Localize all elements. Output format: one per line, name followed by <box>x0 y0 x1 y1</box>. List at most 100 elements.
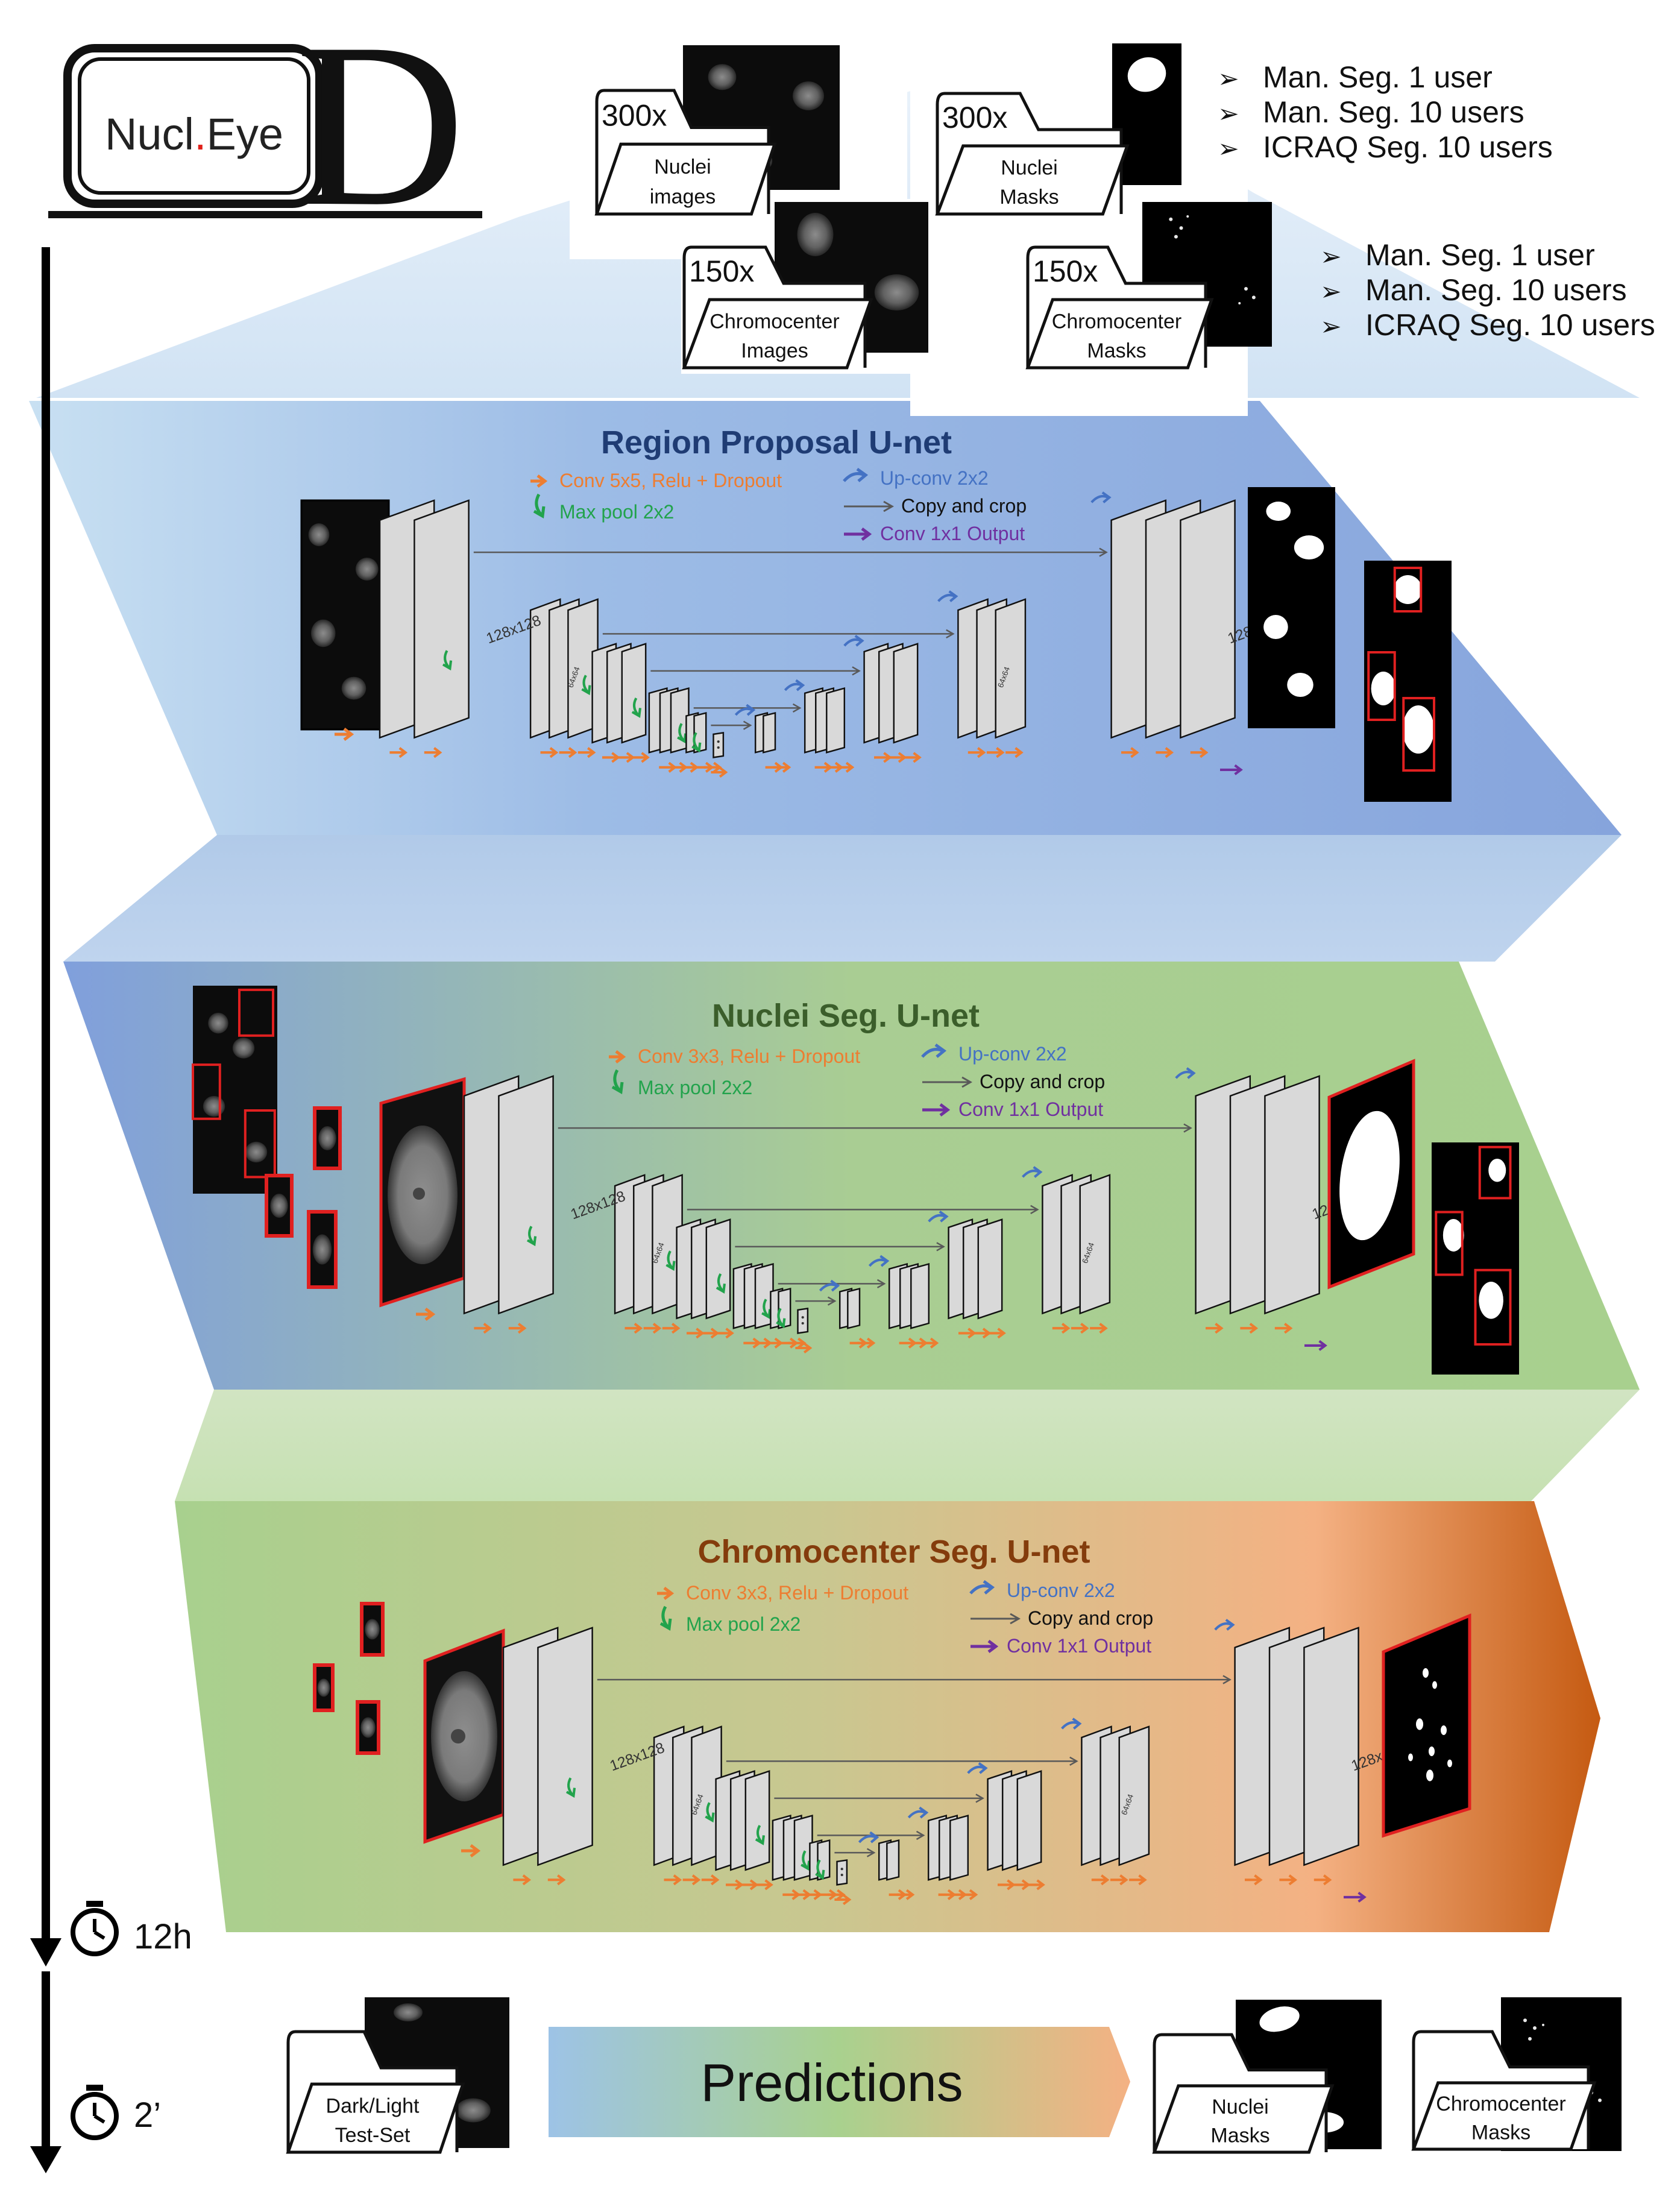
conv-arrow <box>1052 1323 1071 1334</box>
bottleneck-dot <box>840 1873 843 1877</box>
copy-and-crop-connection <box>687 1205 1039 1215</box>
arrow-head <box>343 728 354 741</box>
conv-arrow <box>662 1323 681 1334</box>
conv-arrow <box>1244 1874 1263 1886</box>
feature-map-plate <box>1016 1770 1042 1871</box>
copy-and-crop-connection <box>558 1123 1192 1133</box>
arrow-head <box>939 1103 951 1117</box>
legend-conv-arrow <box>609 1050 626 1063</box>
chromocenter-blob <box>1432 1681 1437 1689</box>
legend-upconv-label: Up-conv 2x2 <box>880 467 989 489</box>
arrow-head <box>556 1874 566 1886</box>
mask-blob <box>1479 1282 1503 1319</box>
copy-and-crop-connection <box>473 547 1108 557</box>
bottleneck-dot <box>801 1316 804 1319</box>
chromocenter-blob <box>1426 1769 1433 1781</box>
legend-copy-arrow <box>971 1613 1021 1625</box>
arrow-head <box>1283 1323 1293 1334</box>
copy-arrowhead <box>1183 1123 1192 1133</box>
mask-blob <box>1259 2006 1300 2032</box>
copy-and-crop-connection <box>774 1794 984 1803</box>
arrow-head <box>568 747 577 758</box>
arrow-head <box>837 1889 846 1900</box>
arrow-head <box>1358 1891 1367 1903</box>
arrow-head <box>1234 764 1243 775</box>
upconv-arrow-head <box>983 1580 995 1595</box>
arrow-head <box>1165 747 1174 758</box>
bounding-box <box>1474 1268 1512 1346</box>
conv-arrow <box>834 1894 852 1906</box>
arrow-head <box>433 747 442 758</box>
conv1x1-output-arrow <box>1219 764 1243 775</box>
nucleus-blob <box>308 523 330 546</box>
folder-label-line1: Nuclei <box>1001 156 1057 179</box>
upconv-arrow-head <box>795 679 805 691</box>
copy-arrowhead <box>936 1242 945 1252</box>
decoder-block <box>1234 1627 1359 1866</box>
arrow-head <box>1080 1323 1089 1334</box>
upconv-arrow-head <box>1225 1619 1235 1631</box>
maxpool-arrow <box>716 1273 726 1294</box>
nucleus-blob <box>318 1126 336 1150</box>
pool-arrow-head <box>581 685 591 696</box>
nucleus-blob <box>365 1619 380 1640</box>
encoder-block <box>614 1174 683 1315</box>
mask-blob <box>1371 672 1396 705</box>
folder-front <box>1411 2081 1597 2151</box>
arrow-head <box>969 1889 978 1900</box>
output-nucleus-mask <box>1327 1059 1415 1290</box>
upconv-arrow-head <box>1186 1067 1196 1079</box>
folder-label-line1: Nuclei <box>654 156 711 178</box>
folder-front <box>1025 298 1214 370</box>
bounding-box <box>192 1063 221 1120</box>
arrow-head <box>1323 1874 1332 1886</box>
conv-arrow <box>896 1889 915 1900</box>
nucleus-blob <box>270 1194 288 1218</box>
chromocenter-blob <box>1423 1668 1429 1678</box>
conv-arrow <box>624 1323 643 1334</box>
mask-blob <box>1394 575 1422 604</box>
nucleus-blob <box>312 1234 332 1265</box>
decoder-block <box>838 1288 861 1329</box>
arrow-head <box>1099 1323 1108 1334</box>
feature-map-plate <box>498 1075 554 1315</box>
predictions-arrow: Predictions <box>549 2027 1130 2137</box>
pool-arrow-head <box>442 660 453 671</box>
conv-arrow <box>1027 1879 1045 1891</box>
feature-map-plate <box>1079 1174 1111 1315</box>
copy-and-crop-connection <box>735 1242 945 1252</box>
conv-arrow <box>547 1874 566 1886</box>
logo-underline <box>48 211 482 218</box>
region-proposals <box>1364 561 1452 802</box>
upconv-arrow <box>967 1762 988 1774</box>
bullet-arrow-icon: ➢ <box>1218 135 1239 163</box>
timeline-bar-predict <box>42 1971 50 2152</box>
crop-thumb <box>265 1174 294 1238</box>
crop-thumb <box>356 1700 380 1755</box>
arrow-head <box>930 1337 939 1349</box>
folder-label-line2: Masks <box>1210 2124 1269 2147</box>
conv-arrow <box>1274 1323 1293 1334</box>
folder-front <box>286 2082 465 2154</box>
arrow-head <box>1100 1874 1110 1886</box>
conv-arrow <box>1110 1874 1128 1886</box>
pool-arrow-head <box>815 1869 825 1880</box>
arrow-head <box>798 1337 807 1349</box>
pool-arrow-head <box>631 708 642 718</box>
conv-arrow <box>1190 747 1209 758</box>
folder-count-label: 150x <box>1033 254 1098 288</box>
chromocenter-blob <box>1408 1753 1413 1762</box>
bounding-box <box>238 988 274 1037</box>
chromocenter-dot <box>1533 2026 1537 2030</box>
conv-arrow <box>967 747 986 758</box>
arrow-head <box>1215 1323 1224 1334</box>
conv-arrow <box>1156 747 1174 758</box>
region-proposal-input <box>192 986 277 1194</box>
upconv-arrow <box>1214 1619 1235 1631</box>
copy-and-crop-connection <box>711 720 752 730</box>
feature-map-plate <box>995 598 1027 739</box>
nucleus-blob <box>874 274 919 310</box>
